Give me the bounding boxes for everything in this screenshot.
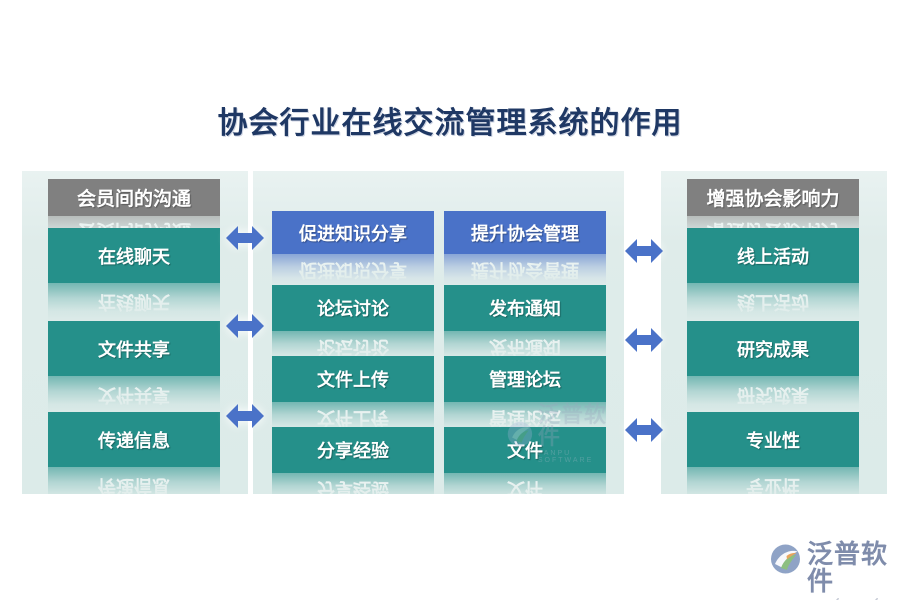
double-arrow-horizontal-icon — [625, 239, 663, 263]
left-panel: 会员间的沟通 会员间的沟通 在线聊天 在线聊天 文件共享 文件共享 传递信息 传… — [22, 171, 248, 494]
right-panel-header[interactable]: 增强协会影响力 — [687, 179, 859, 216]
left-item-0[interactable]: 在线聊天 — [48, 228, 220, 283]
right-item-1[interactable]: 研究成果 — [687, 321, 859, 376]
page-title: 协会行业在线交流管理系统的作用 — [217, 107, 683, 140]
center-col1-header[interactable]: 提升协会管理 — [444, 211, 606, 254]
double-arrow-horizontal-icon — [226, 226, 264, 250]
fanpu-logo-icon — [770, 544, 801, 574]
left-item-2[interactable]: 传递信息 — [48, 412, 220, 467]
center-col0-item-1[interactable]: 文件上传 — [272, 356, 434, 402]
right-panel: 增强协会影响力 增强协会影响力 线上活动 线上活动 研究成果 研究成果 专业性 … — [661, 171, 887, 494]
right-item-2[interactable]: 专业性 — [687, 412, 859, 467]
double-arrow-horizontal-icon — [226, 404, 264, 428]
center-col0-item-0[interactable]: 论坛讨论 — [272, 285, 434, 331]
center-col1-item-0[interactable]: 发布通知 — [444, 285, 606, 331]
connector-left-2[interactable] — [226, 400, 264, 432]
center-panel: 促进知识分享 促进知识分享 论坛讨论 论坛讨论 文件上传 文件上传 分享经验 分… — [253, 171, 624, 494]
center-col1-item-1[interactable]: 管理论坛 — [444, 356, 606, 402]
center-col1-item-2[interactable]: 文件 — [444, 427, 606, 473]
right-item-0[interactable]: 线上活动 — [687, 228, 859, 283]
connector-right-0[interactable] — [625, 235, 663, 267]
double-arrow-horizontal-icon — [625, 418, 663, 442]
left-item-1[interactable]: 文件共享 — [48, 321, 220, 376]
fanpu-logo: 泛普软件 www.fanpusoft.com — [769, 539, 900, 600]
double-arrow-horizontal-icon — [625, 328, 663, 352]
connector-right-1[interactable] — [625, 324, 663, 356]
connector-left-1[interactable] — [226, 310, 264, 342]
logo-url: www.fanpusoft.com — [807, 597, 900, 600]
center-col0-header[interactable]: 促进知识分享 — [272, 211, 434, 254]
connector-left-0[interactable] — [226, 222, 264, 254]
center-col0-item-2[interactable]: 分享经验 — [272, 427, 434, 473]
logo-brand: 泛普软件 — [807, 539, 889, 597]
left-panel-header[interactable]: 会员间的沟通 — [48, 179, 220, 216]
connector-right-2[interactable] — [625, 414, 663, 446]
double-arrow-horizontal-icon — [226, 314, 264, 338]
